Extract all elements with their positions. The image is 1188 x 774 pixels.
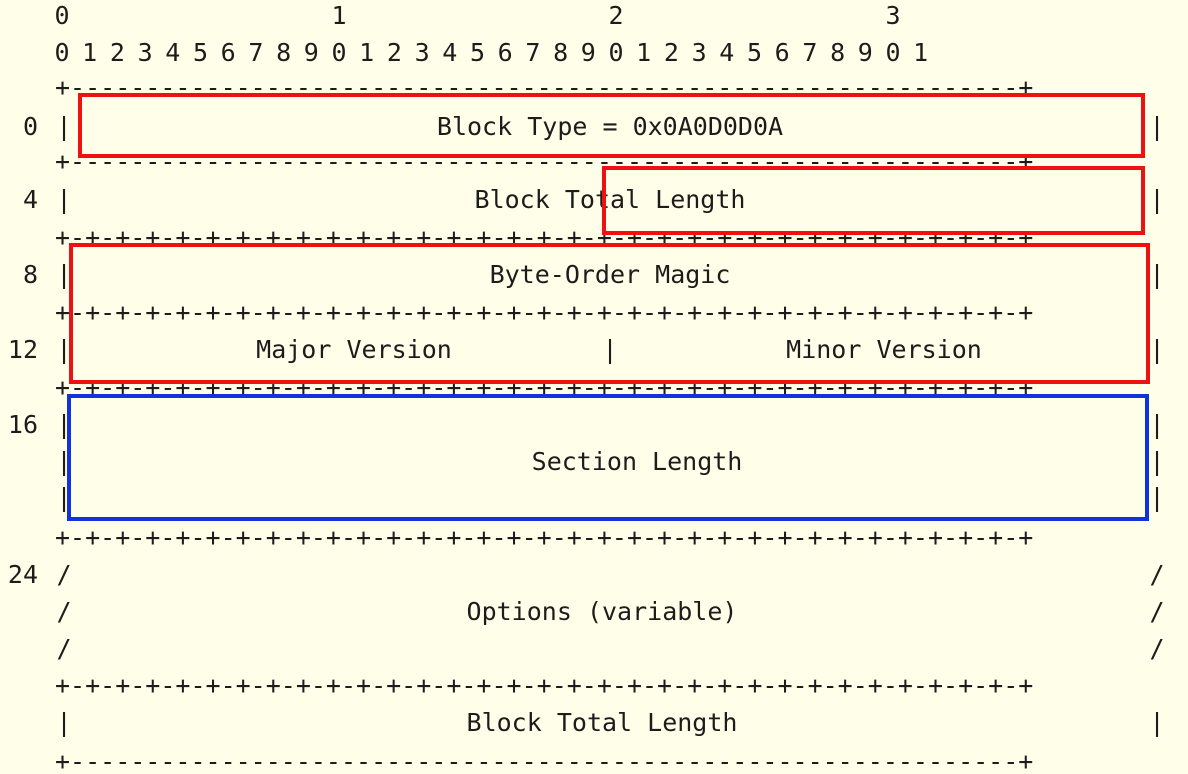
left-slash-edge: / [56,634,71,663]
right-edge: | [1149,335,1164,364]
border-row: +-+-+-+-+-+-+-+-+-+-+-+-+-+-+-+-+-+-+-+-… [55,523,1033,552]
field-section-length: Section Length [532,447,743,476]
right-edge: | [1149,112,1164,141]
right-slash-edge: / [1149,597,1164,626]
right-edge: | [1149,708,1164,737]
border-row: +-+-+-+-+-+-+-+-+-+-+-+-+-+-+-+-+-+-+-+-… [55,671,1033,700]
bit-header-tens-digit: 0 [54,1,69,30]
left-slash-edge: / [56,560,71,589]
bit-header-unit-digit: 0 [331,38,346,67]
bit-header-unit-digit: 9 [304,38,319,67]
bit-header-tens-digit: 3 [885,1,900,30]
field-separator: | [602,335,617,364]
field-block-type: Block Type = 0x0A0D0D0A [437,112,783,141]
bit-header-unit-digit: 4 [719,38,734,67]
highlight-total-length-part [602,166,1145,235]
border-row: +-+-+-+-+-+-+-+-+-+-+-+-+-+-+-+-+-+-+-+-… [55,223,1033,252]
bit-header-unit-digit: 8 [276,38,291,67]
border-row: +---------------------------------------… [55,73,1033,102]
field-block-total-length-trailer: Block Total Length [467,708,738,737]
bit-header-unit-digit: 2 [664,38,679,67]
byte-offset-label: 24 [8,560,38,589]
highlight-block-type [78,93,1145,158]
bit-header-unit-digit: 3 [138,38,153,67]
bit-header-unit-digit: 6 [775,38,790,67]
bit-header-unit-digit: 1 [636,38,651,67]
left-edge: | [56,185,71,214]
right-edge: | [1149,447,1164,476]
bit-header-unit-digit: 8 [830,38,845,67]
bit-header-unit-digit: 6 [498,38,513,67]
byte-offset-label: 0 [23,112,38,141]
bit-header-unit-digit: 3 [415,38,430,67]
bit-header-unit-digit: 1 [359,38,374,67]
highlight-boxes [67,93,1150,521]
bit-header-unit-digit: 9 [581,38,596,67]
bit-header-unit-digit: 4 [442,38,457,67]
bit-header-unit-digit: 7 [525,38,540,67]
bit-header-unit-digit: 5 [747,38,762,67]
highlight-magic-version [69,243,1150,384]
bit-header-unit-digit: 0 [608,38,623,67]
right-slash-edge: / [1149,560,1164,589]
right-edge: | [1149,260,1164,289]
right-slash-edge: / [1149,634,1164,663]
border-row: +-+-+-+-+-+-+-+-+-+-+-+-+-+-+-+-+-+-+-+-… [55,298,1033,327]
bit-header-tens-digit: 1 [331,1,346,30]
bit-header-unit-digit: 1 [82,38,97,67]
right-edge: | [1149,410,1164,439]
bit-header-unit-digit: 0 [885,38,900,67]
left-edge: | [56,260,71,289]
bit-header-unit-digit: 2 [387,38,402,67]
field-labels: Block Type = 0x0A0D0D0A Block Total Leng… [256,112,982,737]
bit-header-unit-digit: 5 [470,38,485,67]
left-slash-edge: / [56,597,71,626]
byte-offset-label: 16 [8,410,38,439]
right-edge: | [1149,483,1164,512]
field-options: Options (variable) [467,597,738,626]
field-major-version: Major Version [256,335,452,364]
left-edge: | [56,112,71,141]
left-edge: | [56,708,71,737]
bit-header-unit-digit: 0 [54,38,69,67]
field-byte-order-magic: Byte-Order Magic [490,260,731,289]
byte-offset-label: 8 [23,260,38,289]
bit-header-unit-digit: 8 [553,38,568,67]
border-row: +---------------------------------------… [55,747,1033,774]
bit-header-unit-digit: 7 [802,38,817,67]
bit-header-unit-digit: 3 [692,38,707,67]
left-edge: | [56,335,71,364]
bit-header-unit-digit: 5 [193,38,208,67]
bit-header-unit-digit: 4 [165,38,180,67]
byte-offset-label: 4 [23,185,38,214]
bit-header-unit-digit: 1 [913,38,928,67]
field-minor-version: Minor Version [786,335,982,364]
right-edge: | [1149,185,1164,214]
bit-header-unit-digit: 2 [110,38,125,67]
bit-header-unit-digit: 9 [858,38,873,67]
highlight-section-length [67,394,1149,521]
border-row: +---------------------------------------… [55,147,1033,176]
byte-offset-label: 12 [8,335,38,364]
field-block-total-length: Block Total Length [475,185,746,214]
bit-header-unit-digit: 6 [221,38,236,67]
bit-header-unit-digit: 7 [248,38,263,67]
bit-header-tens-digit: 2 [608,1,623,30]
